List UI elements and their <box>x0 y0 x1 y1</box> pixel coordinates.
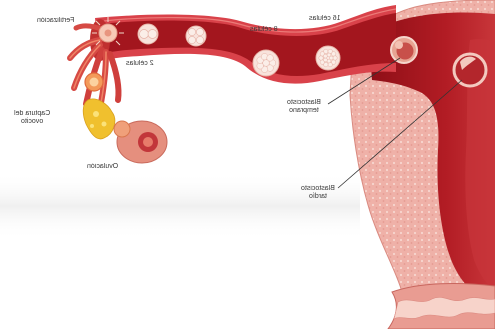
blastomere <box>331 52 335 56</box>
oocyte-capture-label: Captura del ovocito <box>14 110 50 126</box>
late-blastocyst-label-line: tardío <box>301 193 335 201</box>
eight-cell-embryo <box>253 50 279 76</box>
late-blastocyst-label-line: Blastocisto <box>301 185 335 193</box>
four-cell-embryo <box>186 26 206 46</box>
sixteen-cells-label: 16 células <box>309 15 341 23</box>
pronucleus <box>105 30 112 37</box>
cumulus-cells <box>83 99 115 139</box>
eight-cells-label: 8 células <box>250 26 278 34</box>
captured-oocyte-core <box>90 78 99 87</box>
blastomere <box>140 30 149 39</box>
blastomere <box>148 30 157 39</box>
cumulus-cell <box>93 111 99 117</box>
sixteen-cell-embryo <box>316 46 340 70</box>
fertilization-label: Fertilización <box>37 17 74 25</box>
late-blastocyst <box>454 54 486 86</box>
blastomere <box>333 56 337 60</box>
early-blastocyst-label: Blastocisto temprano <box>287 99 321 115</box>
early-blastocyst-label-line: Blastocisto <box>287 99 321 107</box>
zona-pellucida <box>186 26 206 46</box>
blastomere <box>267 55 274 62</box>
blastomere <box>188 28 195 35</box>
blastomere <box>188 36 195 43</box>
blastomere <box>196 36 203 43</box>
two-cells-label: 2 células <box>126 60 154 68</box>
blastomere <box>319 56 323 60</box>
fimbria <box>110 54 119 100</box>
ovarian-follicle-core <box>143 137 153 147</box>
cumulus-cell <box>102 122 107 127</box>
oocyte-capture-label-line: Captura del <box>14 110 50 118</box>
two-cell-embryo <box>138 24 158 44</box>
late-blastocyst-label: Blastocisto tardío <box>301 185 335 201</box>
cumulus-cell <box>90 124 94 128</box>
inner-cell-mass <box>395 41 403 49</box>
blastomere <box>323 58 327 62</box>
early-blastocyst <box>391 37 417 63</box>
blastomere <box>196 28 203 35</box>
early-blastocyst-label-line: temprano <box>287 107 321 115</box>
released-oocyte <box>114 121 130 137</box>
blastomere-group <box>319 49 337 67</box>
ovulation-label: Ovulación <box>87 163 118 171</box>
background-band <box>0 172 360 240</box>
oocyte-capture-label-line: ovocito <box>14 118 50 126</box>
blastomere <box>324 49 328 53</box>
blastomere <box>327 53 331 57</box>
